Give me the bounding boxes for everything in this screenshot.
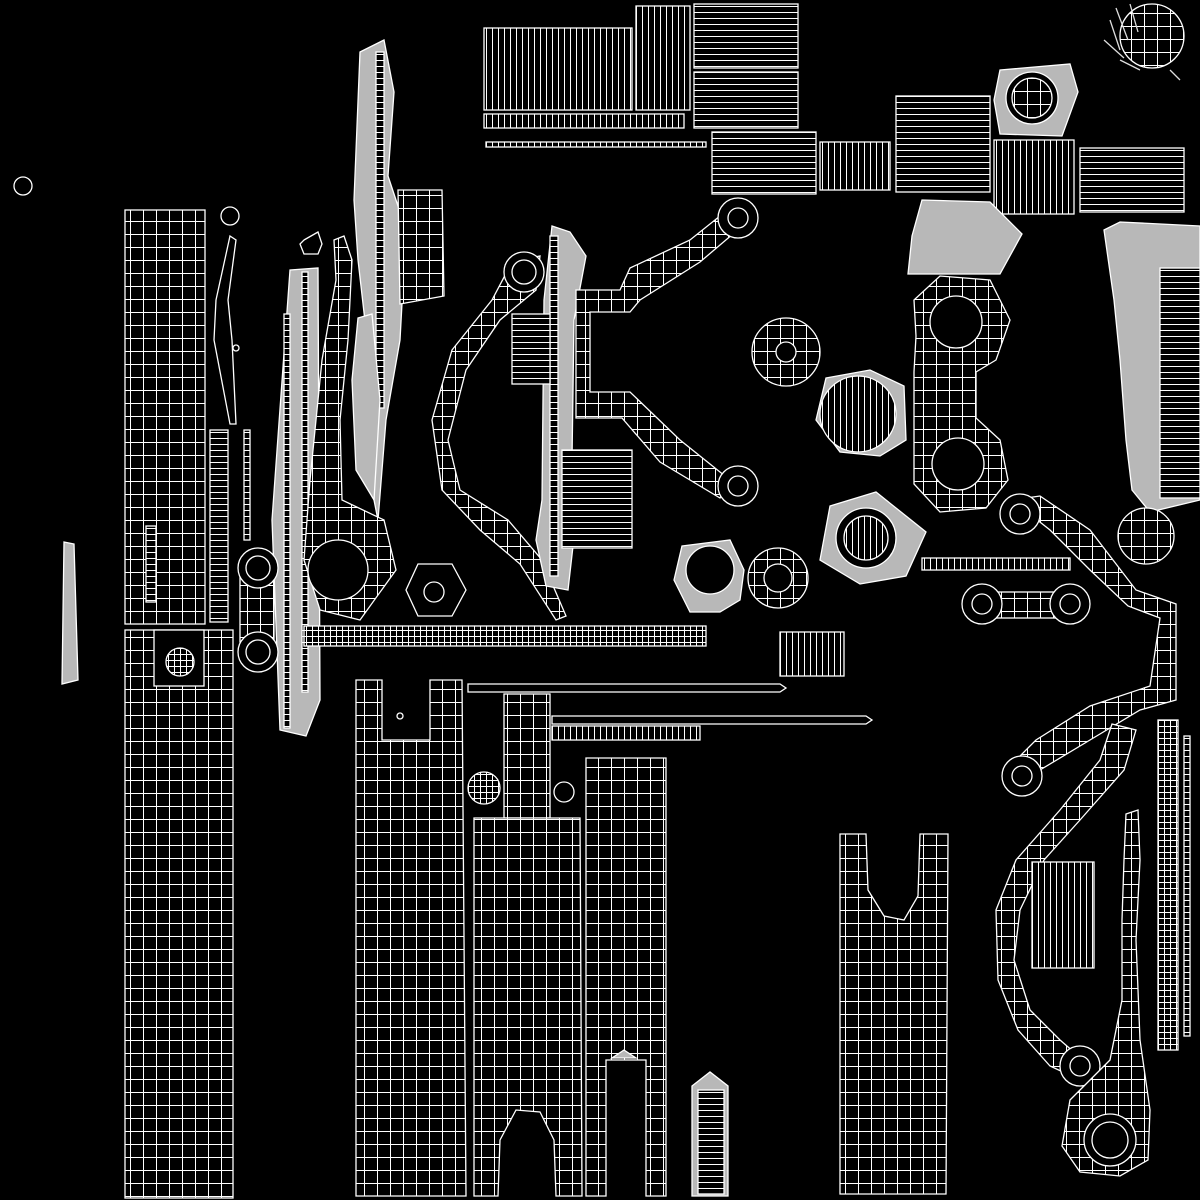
uv-island-right-arm-eye-top: [999, 493, 1041, 535]
uv-island-fork: [839, 833, 949, 1195]
uv-island-right-arm-eye-bottom: [1001, 755, 1043, 797]
uv-island-mesh-grid: [397, 189, 445, 305]
uv-island-grey-vertical-1-strip: [375, 51, 385, 409]
uv-island-small-circle-1: [13, 176, 33, 196]
uv-island-center-tall-2: [473, 817, 583, 1197]
uv-island-grey-blob-3: [907, 199, 1023, 275]
uv-island-bracket-eye-top: [717, 197, 759, 239]
uv-island-strip-mid: [551, 725, 701, 741]
uv-island-center-small-ring: [553, 781, 575, 803]
uv-island-gear-disc-hub: [775, 341, 797, 363]
uv-island-hex-nut: [405, 563, 467, 617]
uv-island-bracket-eye-bottom-inner: [727, 475, 749, 497]
uv-island-rod-right-end-1: [961, 583, 1003, 625]
uv-island-left-tall-upper: [124, 209, 206, 625]
uv-island-hook-right-eye-inner: [1069, 1055, 1091, 1077]
uv-island-pin-2: [551, 715, 874, 725]
uv-island-top-panel-2: [635, 5, 691, 111]
uv-island-hex-small: [299, 231, 323, 255]
uv-island-square-striped: [779, 631, 845, 677]
uv-island-grey-vertical-2-strip-b: [301, 271, 309, 693]
uv-island-striped-disc: [819, 375, 897, 453]
uv-island-top-panel-4: [693, 71, 799, 129]
uv-island-center-tall-1: [355, 679, 467, 1197]
uv-island-right-arm-eye-bottom-inner: [1011, 765, 1033, 787]
uv-island-grey-vertical-2-strip: [283, 313, 291, 729]
uv-island-sphere-rays: [1103, 3, 1181, 81]
uv-island-panel-mid-1: [511, 313, 551, 385]
uv-island-bracket-eye-bottom: [717, 465, 759, 507]
uv-island-hook-left: [303, 235, 397, 621]
uv-island-panel-9: [1079, 147, 1185, 213]
uv-island-hook-left-eye: [307, 539, 369, 601]
uv-island-horizontal-grid-strip: [303, 625, 707, 647]
uv-island-rod-right-end-1-inner: [971, 593, 993, 615]
uv-island-thin-curve-1: [213, 234, 237, 425]
uv-island-rod-left-bottom: [237, 631, 279, 673]
uv-island-panel-mid-2: [561, 449, 633, 549]
uv-island-striped-disc-2-inner: [843, 515, 889, 561]
uv-island-top-strip-2: [485, 141, 707, 148]
uv-island-rod-left-top-inner: [245, 555, 271, 581]
uv-island-left-tall-lower: [124, 629, 234, 1199]
uv-island-tiny-circle: [232, 344, 240, 352]
uv-island-bracket-arm: [575, 206, 741, 499]
uv-island-rod-left-top: [237, 547, 279, 589]
uv-island-center-tiny-circle: [396, 712, 404, 720]
uv-island-center-tall-3: [585, 757, 667, 1197]
uv-island-bracket-eye-top-inner: [727, 207, 749, 229]
uv-island-top-strip-1: [483, 113, 685, 129]
uv-island-small-circle-2: [220, 206, 240, 226]
uv-island-grey-pencil-strip: [697, 1089, 725, 1195]
uv-island-grey-gear-disc: [685, 545, 735, 595]
uv-island-left-strip-3: [243, 429, 251, 541]
uv-island-center-ball: [467, 771, 501, 805]
uv-island-sphere-top: [1119, 3, 1185, 69]
uv-island-panel-6: [819, 141, 891, 191]
uv-island-panel-lower-right: [1031, 861, 1095, 969]
uv-island-far-right-strip-1: [1157, 719, 1179, 1051]
uv-island-c-arm-eye-inner: [511, 259, 537, 285]
uv-island-strip-right-1: [921, 557, 1071, 571]
uv-island-grey-piece-hook: [351, 313, 381, 503]
uv-island-hook-right-eye: [1059, 1045, 1101, 1087]
uv-island-panel-7: [895, 95, 991, 193]
uv-island-crank-hole-inner: [1091, 1121, 1129, 1159]
uv-island-center-column: [503, 693, 551, 819]
uv-island-gear-disc-2-hub: [763, 563, 793, 593]
uv-island-left-small-strip: [145, 525, 157, 603]
uv-island-left-strip-2: [209, 429, 229, 623]
uv-island-left-ball: [165, 647, 195, 677]
uv-island-panel-5: [711, 131, 817, 195]
uv-island-sphere-right: [1117, 507, 1175, 565]
uv-island-grey-right-strip: [1159, 267, 1200, 499]
uv-island-rod-right-end-2: [1049, 583, 1091, 625]
uv-island-top-panel-1: [483, 27, 633, 111]
uv-island-rod-left-bottom-inner: [245, 639, 271, 665]
uv-island-dogbone-bottom-hole: [931, 437, 985, 491]
uv-island-hex-nut-hole: [423, 581, 445, 603]
uv-island-grey-vertical-3-strip: [549, 235, 559, 577]
uv-island-c-arm-eye: [503, 251, 545, 293]
uv-island-right-arm-eye-top-inner: [1009, 503, 1031, 525]
uv-island-panel-8: [993, 139, 1075, 215]
uv-island-grey-bar-left: [61, 541, 79, 685]
uv-island-rod-right-end-2-inner: [1059, 593, 1081, 615]
uv-island-grey-tip: [609, 1049, 639, 1059]
uv-island-far-right-strip-2: [1183, 735, 1191, 1037]
uv-island-crank: [1061, 809, 1151, 1177]
uv-island-top-panel-3: [693, 3, 799, 69]
uv-island-pin-1: [467, 683, 788, 693]
uv-island-dogbone-top-hole: [929, 295, 983, 349]
uv-island-round-cap-1-inner: [1011, 77, 1053, 119]
